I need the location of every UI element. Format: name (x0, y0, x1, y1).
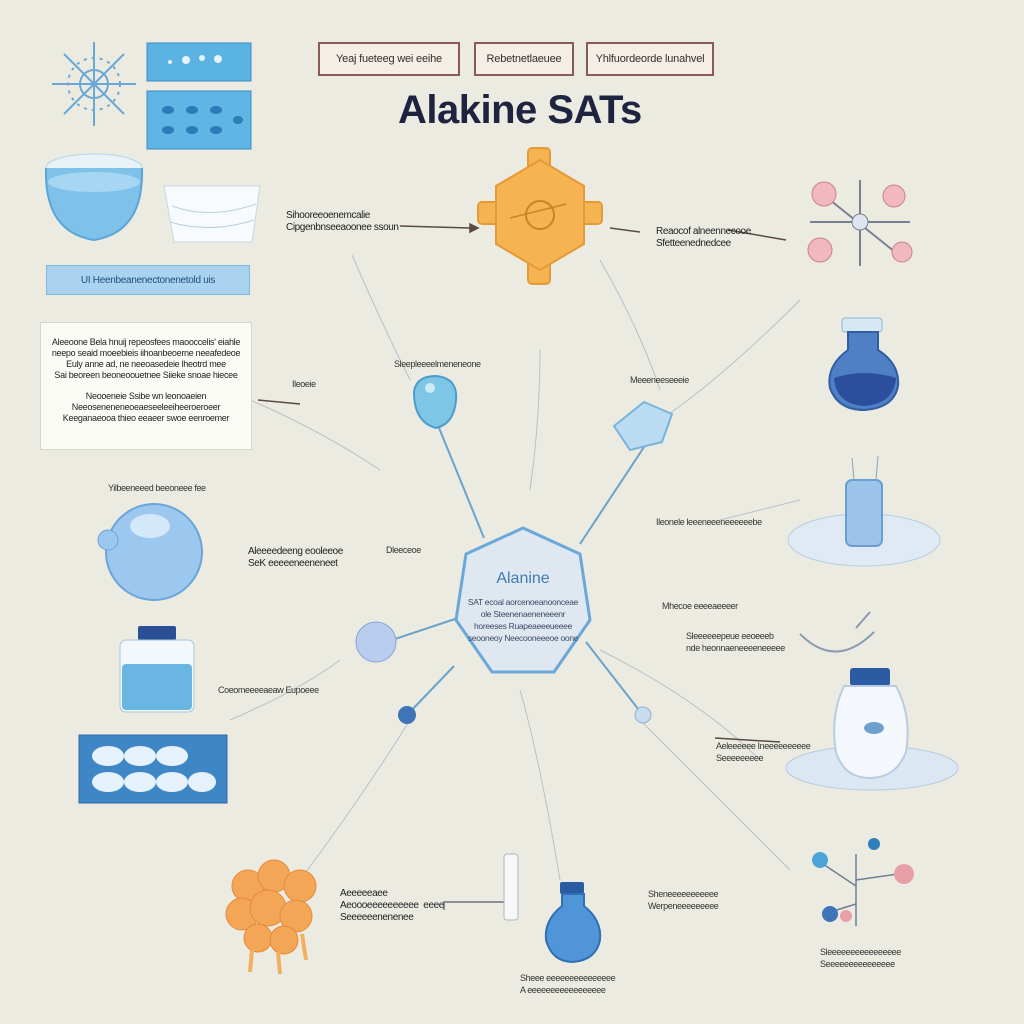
annotation-label: Coeomeeeeaeaw Eupoeee (218, 685, 319, 695)
capsule-tray-icon (78, 734, 228, 804)
annotation-label: Sheee eeeeeeeeeeeeeee A eeeeeeeeeeeeeeee… (520, 973, 616, 995)
water-bowl-icon (44, 153, 144, 242)
connector-line (391, 617, 459, 641)
info-line: Aleeoone Bela hnuij repeosfees maoocceli… (51, 337, 241, 347)
header-tab[interactable]: Rebetnetlaeuee (474, 42, 574, 76)
node-dot-icon (634, 706, 652, 724)
connector-line (719, 499, 801, 521)
lab-stand-icon (443, 853, 519, 921)
molecule-tree-icon (812, 838, 914, 926)
annotation-label: Sleeeeeeeeeeeeeeee Seeeeeeeeeeeeeee (820, 947, 901, 969)
connector-line (659, 299, 801, 421)
snowflake-icon (52, 42, 136, 126)
annotation-label: Aeleeeeee Ineeeeeeeeee Seeeeeeeee (716, 741, 811, 763)
node-sphere-icon (355, 621, 397, 663)
annotation-label: Sleepleeeelmeneneone (394, 359, 481, 369)
ice-dish-icon (787, 455, 941, 567)
blue-drop-icon (412, 374, 458, 430)
header-tab[interactable]: Yeaj fueteeg wei eeihe (318, 42, 460, 76)
connector-line (249, 399, 381, 471)
annotation-label: Ileonele leeeneeeneeeeeebe (656, 517, 762, 527)
annotation-label: Meeeneeseeeie (630, 375, 689, 385)
header-tab[interactable]: Yhlfuordeorde lunahvel (586, 42, 714, 76)
connector-line (639, 719, 791, 871)
arrow (714, 737, 781, 743)
connector-line (351, 254, 411, 381)
annotation-label: Reaocof alneennecooe Sfetteenednedcee (656, 226, 751, 249)
water-bottle-dish-icon (785, 668, 959, 791)
annotation-label: Sihooreeoenemcalie Cipgenbnseeaoonee sso… (286, 210, 399, 233)
arrow (609, 227, 641, 233)
connector-line (434, 417, 485, 539)
annotation-label: Aleeeedeeng eooleeoe SeK eeeeeneeneneet (248, 546, 343, 569)
orange-gear-icon (477, 147, 603, 285)
arrow (257, 399, 301, 405)
arrowhead (469, 222, 480, 234)
annotation-label: Ileoeie (292, 379, 316, 389)
connector-line (579, 443, 647, 545)
connector-line (229, 659, 341, 721)
left-banner: UI Heenbeanenectonenetold uis (46, 265, 250, 295)
info-line: Sai beoreen beoneoouetnee Siieke snoae h… (54, 370, 238, 380)
glass-funnel-icon (799, 611, 875, 653)
connector-line (407, 665, 455, 715)
ice-cube-icon (612, 400, 674, 452)
blue-bottle-icon (119, 626, 195, 713)
connector-line (599, 259, 661, 391)
annotation-label: Sheneeeeeeeeeee Werpeneeeeeeeee (648, 889, 719, 911)
connector-line (299, 719, 411, 881)
info-line: neepo seaid moeebieis iihoanbeoerne neea… (51, 348, 241, 358)
center-node-description: SAT ecoal aorcenoeanoonceae ole Steenena… (467, 597, 579, 643)
connector-line (519, 689, 561, 881)
arrow (399, 225, 471, 229)
blue-flask-icon (544, 882, 602, 964)
annotation-label: Mhecoe eeeeaeeeer (662, 601, 738, 611)
annotation-label: Sleeeeeepeue eeoeeeb nde heonnaeneeeenee… (686, 631, 785, 653)
connector-line (599, 649, 761, 761)
center-node-title: Alanine (496, 570, 550, 587)
connector-line (585, 641, 643, 715)
molecule-icon (807, 180, 913, 266)
orange-cluster-icon (225, 859, 317, 975)
annotation-label: Dleeceoe (386, 545, 421, 555)
center-node-shape (454, 526, 592, 674)
blue-flask-icon (828, 317, 900, 412)
page-title: Alakine SATs (398, 88, 642, 132)
node-dot-icon (398, 706, 416, 724)
info-line: Neooeneie Ssibe wn leonoaeien (85, 391, 207, 401)
center-node[interactable]: Alanine SAT ecoal aorcenoeanoonceae ole … (452, 524, 594, 680)
blue-sample-tile (146, 90, 252, 150)
connector-line (529, 349, 541, 491)
info-box: Aleeoone Bela hnuij repeosfees maoocceli… (40, 322, 252, 450)
annotation-label: Yilbeeneeed beeoneee fee (108, 483, 206, 493)
blue-sample-tile (146, 42, 252, 82)
annotation-label: Aeeeeeaee Aeoooeeeeeeeeee eeee Seeeeeene… (340, 888, 444, 923)
arrow (727, 229, 787, 241)
info-line: Keeganaeooa thieo eeaeer swoe eenroemer (62, 413, 230, 423)
info-line: Neeoseneneneoeaeseeleeiheeroeroeer (71, 402, 221, 412)
blue-sphere-icon (97, 503, 203, 601)
info-line: Euly anne ad, ne neeoasedeie lheotrd mee (66, 359, 226, 369)
glass-dish-icon (163, 185, 261, 243)
